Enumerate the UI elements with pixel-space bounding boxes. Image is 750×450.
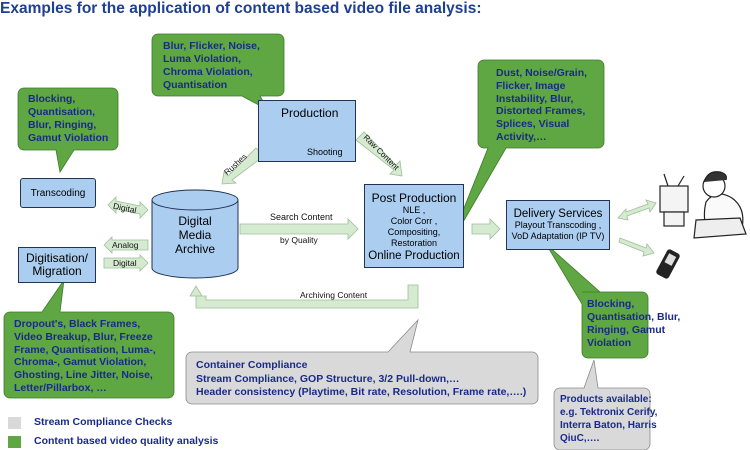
callout-transcoding-shape	[17, 87, 119, 174]
callout-digitisation-shape	[3, 279, 175, 399]
compliance-line: Container Compliance	[196, 359, 308, 371]
products-callout: Products available: e.g. Tektronix Cerif…	[560, 393, 657, 445]
digitisation-box: Digitisation/ Migration	[18, 247, 96, 283]
callout-delivery-line: Violation	[587, 337, 632, 349]
callout-delivery-line: Quantisation, Blur,	[587, 311, 681, 323]
post-production-box: Post Production NLE , Color Corr , Compo…	[364, 184, 464, 268]
callout-delivery-line: Blocking,	[587, 298, 635, 310]
archive-label-3: Archive	[174, 242, 215, 256]
post-production-title: Post Production	[371, 191, 457, 205]
delivery-box: Delivery Services Playout Transcoding , …	[506, 200, 610, 250]
production-box: Production Shooting	[258, 100, 356, 162]
callout-digitisation-line: Video Breakup, Blur, Freeze	[14, 330, 153, 343]
compliance-line: Header consistency (Playtime, Bit rate, …	[196, 386, 527, 398]
callout-post: Dust, Noise/Grain, Flicker, Image Instab…	[496, 67, 587, 144]
delivery-line-2: VoD Adaptation (IP TV)	[511, 231, 605, 241]
callout-post-line: Instability, Blur,	[496, 92, 574, 105]
callout-post-line: Flicker, Image	[496, 79, 566, 92]
products-line: QiuC,….	[560, 433, 600, 444]
legend-label-quality: Content based video quality analysis	[34, 435, 219, 447]
archive-label: Digital Media Archive	[152, 214, 238, 256]
arrow-archiving	[189, 284, 419, 309]
archive-label-1: Digital	[178, 214, 212, 228]
post-production-line-4: Restoration	[390, 238, 438, 248]
digitisation-label-2: Migration	[32, 264, 82, 278]
edge-label-archiving-content: Archiving Content	[300, 290, 368, 300]
arrow-digital-top	[107, 196, 149, 219]
post-production-line-2: Color Corr ,	[390, 216, 438, 226]
edge-label-analog: Analog	[112, 240, 139, 250]
edge-label-by-quality: by Quality	[280, 235, 318, 245]
callout-post-shape	[447, 59, 605, 249]
arrow-raw-content	[355, 131, 403, 177]
digitisation-label-1: Digitisation/	[25, 251, 89, 265]
legend-swatch-green	[8, 436, 21, 448]
callout-delivery: Blocking, Quantisation, Blur, Ringing, G…	[587, 298, 680, 350]
mobile-phone-icon	[656, 249, 680, 279]
products-line: e.g. Tektronix Cerify,	[560, 407, 658, 418]
callout-production-line: Quantisation	[163, 79, 228, 91]
tv-viewer-icon	[659, 171, 747, 239]
arrow-search-content	[239, 218, 359, 240]
compliance-callout: Container Compliance Stream Compliance, …	[196, 359, 526, 400]
callout-digitisation-line: Dropout's, Black Frames,	[14, 318, 141, 330]
transcoding-box: Transcoding	[20, 178, 96, 208]
callout-production-line: Chroma Violation,	[163, 66, 253, 78]
post-production-line-3: Compositing,	[387, 227, 441, 237]
page-title: Examples for the application of content …	[0, 0, 482, 17]
arrow-post-delivery	[471, 218, 501, 240]
arrow-delivery-tv	[617, 199, 657, 221]
compliance-line: Stream Compliance, GOP Structure, 3/2 Pu…	[196, 372, 460, 385]
legend-swatch-gray	[8, 417, 21, 429]
callout-digitisation-line: Chroma-, Gamut Violation,	[14, 356, 147, 369]
callout-transcoding: Blocking, Quantisation, Blur, Ringing, G…	[28, 93, 108, 145]
callout-digitisation-line: Ghosting, Line Jitter, Noise,	[14, 369, 153, 382]
edge-label-search-content: Search Content	[270, 212, 333, 222]
arrow-digital-bottom	[103, 254, 149, 272]
products-line: Products available:	[560, 394, 652, 405]
callout-transcoding-line: Gamut Violation	[28, 132, 109, 144]
arrow-delivery-mobile	[618, 237, 655, 257]
flow-arrows	[103, 196, 657, 309]
callout-delivery-shape	[545, 243, 649, 359]
callout-production-line: Luma Violation,	[163, 53, 241, 65]
callout-production-line: Blur, Flicker, Noise,	[163, 40, 260, 52]
callout-post-line: Distorted Frames,	[496, 105, 586, 118]
post-production-line-1: NLE ,	[402, 205, 426, 215]
callout-transcoding-line: Blocking,	[28, 93, 76, 105]
delivery-line-1: Playout Transcoding ,	[514, 220, 602, 230]
callout-post-line: Activity,…	[496, 130, 547, 143]
arrow-analog	[103, 236, 149, 254]
transcoding-label: Transcoding	[30, 187, 86, 199]
callout-digitisation: Dropout's, Black Frames, Video Breakup, …	[14, 318, 156, 395]
callout-production: Blur, Flicker, Noise, Luma Violation, Ch…	[163, 40, 260, 92]
callout-transcoding-line: Blur, Ringing,	[28, 119, 97, 131]
callout-digitisation-line: Frame, Quantisation, Luma-,	[14, 343, 156, 356]
production-sub: Shooting	[307, 147, 343, 157]
legend-label-compliance: Stream Compliance Checks	[34, 416, 173, 428]
delivery-title: Delivery Services	[513, 208, 603, 220]
callout-digitisation-line: Letter/Pillarbox, …	[14, 381, 107, 394]
archive-cylinder	[151, 189, 239, 279]
archive-label-2: Media	[178, 228, 212, 242]
callout-transcoding-line: Quantisation,	[28, 106, 96, 118]
callout-post-line: Splices, Visual	[496, 118, 570, 131]
post-production-footer: Online Production	[368, 250, 460, 262]
edge-label-digital-bottom: Digital	[113, 258, 137, 268]
callout-compliance-shape	[185, 318, 539, 405]
callout-post-line: Dust, Noise/Grain,	[496, 67, 588, 79]
products-line: Interra Baton, Harris	[560, 420, 657, 431]
production-title: Production	[281, 106, 339, 120]
callout-delivery-line: Ringing, Gamut	[587, 324, 666, 336]
